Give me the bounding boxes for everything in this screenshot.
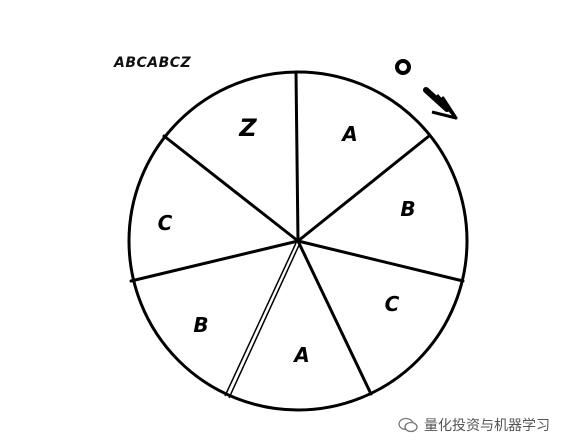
pointer-dot-icon (395, 59, 411, 75)
watermark-text: 量化投资与机器学习 (424, 418, 550, 434)
segment-label-a1: A (340, 122, 357, 146)
wheel-outline (127, 70, 469, 412)
divider-line (129, 239, 300, 283)
wheel-dividers (129, 70, 465, 396)
divider-line (296, 239, 465, 283)
wechat-icon (398, 417, 418, 433)
segment-label-z: Z (238, 114, 257, 142)
segment-label-a2: A (292, 343, 309, 367)
divider-line (294, 70, 300, 243)
segment-label-b2: B (193, 313, 208, 337)
divider-double-line (224, 242, 301, 399)
rotation-arrow-icon (423, 87, 458, 120)
divider-line (296, 134, 431, 243)
divider-line (162, 134, 300, 243)
divider-line (296, 239, 373, 396)
segment-label-b1: B (400, 197, 415, 221)
sequence-label: ABCABCZ (114, 55, 192, 71)
segment-label-c1: C (385, 292, 400, 316)
segment-label-c2: C (158, 211, 173, 235)
watermark: 量化投资与机器学习 (398, 414, 550, 436)
